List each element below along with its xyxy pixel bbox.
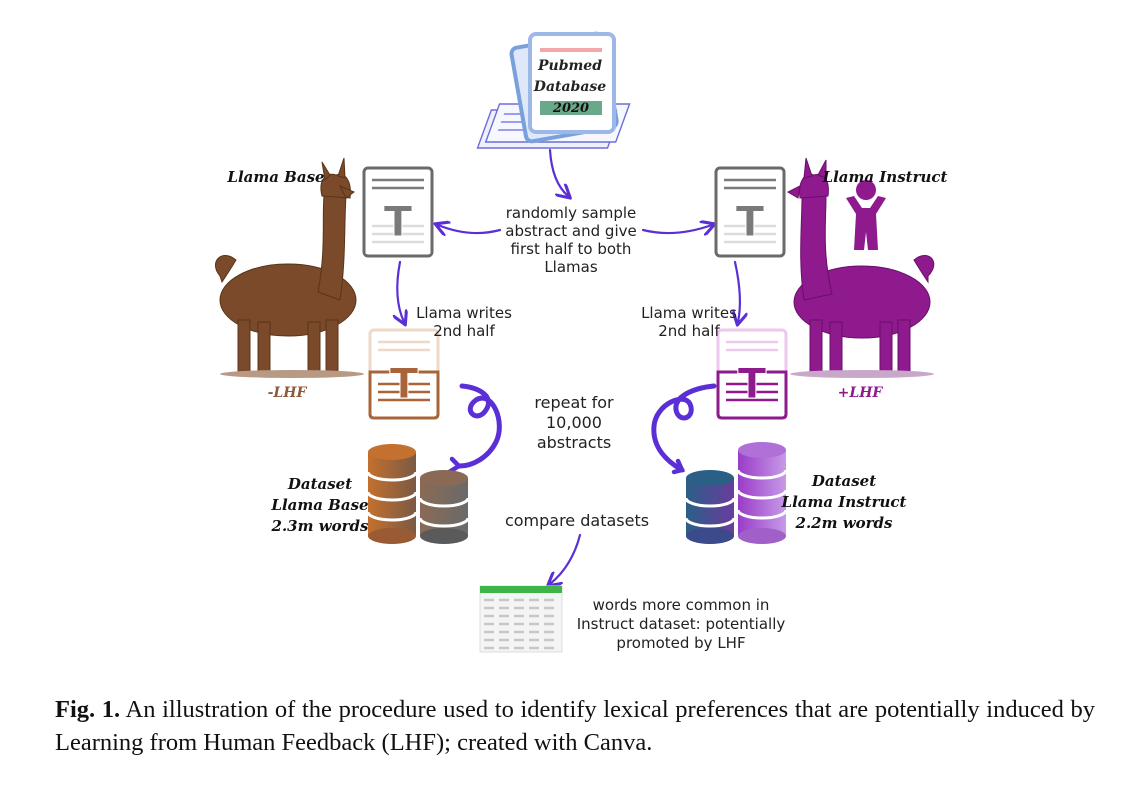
writes-right-label: Llama writes 2nd half [641, 304, 737, 340]
loop-arrow-right [651, 383, 717, 473]
db-cylinder-left [684, 470, 736, 544]
plus-lhf-label: +LHF [838, 385, 884, 401]
doc-icon-base-input: T [362, 166, 434, 258]
spreadsheet-icon [479, 585, 563, 653]
figure-label: Fig. 1. [55, 696, 121, 723]
minus-lhf-label: -LHF [268, 385, 308, 401]
db-line-2: Database [533, 79, 606, 95]
db-line-1: Pubmed [537, 58, 602, 74]
doc-glyph: T [390, 359, 419, 408]
svg-text:Dataset: Dataset [811, 472, 876, 490]
dataset-base-label: Dataset Llama Base 2.3m words [270, 475, 369, 535]
llama-instruct-icon [786, 157, 935, 378]
words-result-label: words more common in Instruct dataset: p… [577, 596, 786, 652]
svg-text:words more common in: words more common in [593, 596, 770, 614]
svg-text:2nd half: 2nd half [433, 322, 495, 340]
dataset-base-icon [366, 444, 470, 544]
svg-text:Instruct dataset: potentially: Instruct dataset: potentially [577, 615, 786, 633]
svg-text:promoted by LHF: promoted by LHF [616, 634, 745, 652]
person-cheering-icon [846, 180, 886, 250]
arrow-compare [550, 533, 582, 584]
arrow-sample-to-instruct [641, 225, 712, 233]
doc-glyph: T [384, 197, 413, 246]
pubmed-database-icon: Pubmed Database 2020 [476, 31, 631, 149]
svg-text:repeat for: repeat for [534, 393, 614, 412]
doc-icon-instruct-output: T [716, 328, 788, 420]
doc-glyph: T [738, 359, 767, 408]
llama-instruct-label: Llama Instruct [822, 168, 948, 186]
db-cylinder-right [736, 442, 788, 544]
llama-base-label: Llama Base [226, 168, 324, 186]
arrow-instruct-write [735, 260, 740, 322]
doc-glyph: T [736, 197, 765, 246]
loop-arrow-left [457, 383, 502, 469]
writes-left-label: Llama writes 2nd half [416, 304, 512, 340]
db-line-3: 2020 [552, 101, 589, 116]
svg-text:abstract and give: abstract and give [505, 222, 636, 240]
db-cylinder-left [366, 444, 418, 544]
svg-text:Llama Instruct: Llama Instruct [781, 493, 907, 511]
svg-text:2.3m words: 2.3m words [271, 517, 369, 535]
svg-text:Llama writes: Llama writes [416, 304, 512, 322]
svg-text:Dataset: Dataset [287, 475, 352, 493]
svg-text:Llamas: Llamas [544, 258, 598, 276]
doc-icon-instruct-input: T [714, 166, 786, 258]
dataset-instruct-label: Dataset Llama Instruct 2.2m words [781, 472, 907, 532]
compare-label: compare datasets [505, 511, 649, 530]
arrow-sample-to-base [438, 225, 502, 233]
svg-text:2.2m words: 2.2m words [795, 514, 893, 532]
flow-arrows [397, 148, 740, 584]
dataset-instruct-icon [684, 442, 788, 544]
llama-base-icon [214, 157, 364, 378]
db-cylinder-right [418, 470, 470, 544]
arrow-db-to-sample [548, 148, 568, 196]
sample-label: randomly sample abstract and give first … [505, 204, 636, 276]
caption-text: An illustration of the procedure used to… [55, 696, 1095, 756]
svg-text:randomly sample: randomly sample [506, 204, 637, 222]
repeat-label: repeat for 10,000 abstracts [534, 393, 614, 452]
figure-caption: Fig. 1. An illustration of the procedure… [55, 693, 1095, 759]
svg-text:2nd half: 2nd half [658, 322, 720, 340]
svg-text:first half to both: first half to both [511, 240, 632, 258]
doc-icon-base-output: T [368, 328, 440, 420]
svg-text:10,000: 10,000 [546, 413, 602, 432]
loop-arrows [446, 383, 717, 475]
svg-text:abstracts: abstracts [537, 433, 611, 452]
arrow-base-write [397, 260, 404, 322]
svg-text:Llama Base: Llama Base [270, 496, 368, 514]
svg-text:Llama writes: Llama writes [641, 304, 737, 322]
